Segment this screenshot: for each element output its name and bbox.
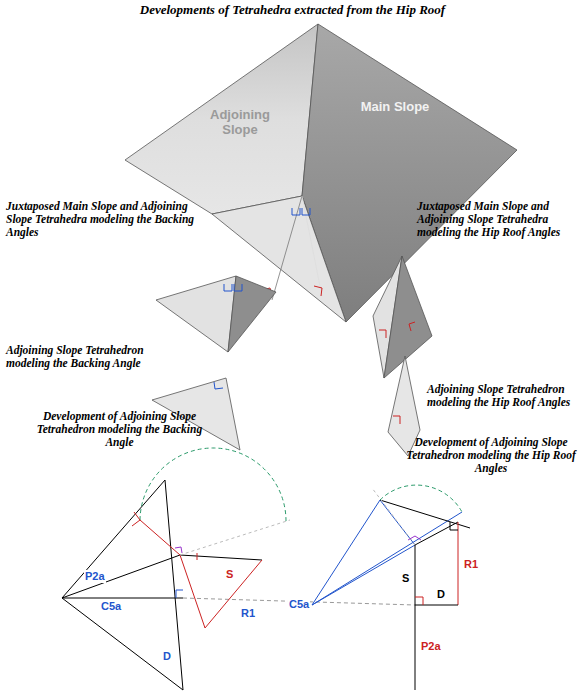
figure-heading: Development of Adjoining Slope Tetrahedr… [400,436,582,476]
dimension-letter: S [401,572,410,585]
dimension-letter: R1 [463,558,479,571]
dimension-letter: C5a [100,600,122,613]
dimension-letter: P2a [420,640,442,653]
dimension-letter: R1 [240,607,256,620]
figure-heading: Development of Adjoining Slope Tetrahedr… [22,410,217,450]
diagram-title: Developments of Tetrahedra extracted fro… [20,3,565,18]
dimension-letter: D [162,650,172,663]
figure-heading: Adjoining Slope Tetrahedron modeling the… [427,383,582,409]
figure-heading: Juxtaposed Main Slope and Adjoining Slop… [6,200,196,240]
dimension-letter: S [225,568,234,581]
dimension-letter: D [436,588,446,601]
dimension-letter: C5a [288,598,310,611]
dimension-letter: P2a [84,570,106,583]
figure-heading: Adjoining Slope Tetrahedron modeling the… [6,344,181,370]
face-label: Adjoining Slope [195,108,285,138]
face-label: Main Slope [360,100,430,115]
figure-heading: Juxtaposed Main Slope and Adjoining Slop… [417,200,582,240]
